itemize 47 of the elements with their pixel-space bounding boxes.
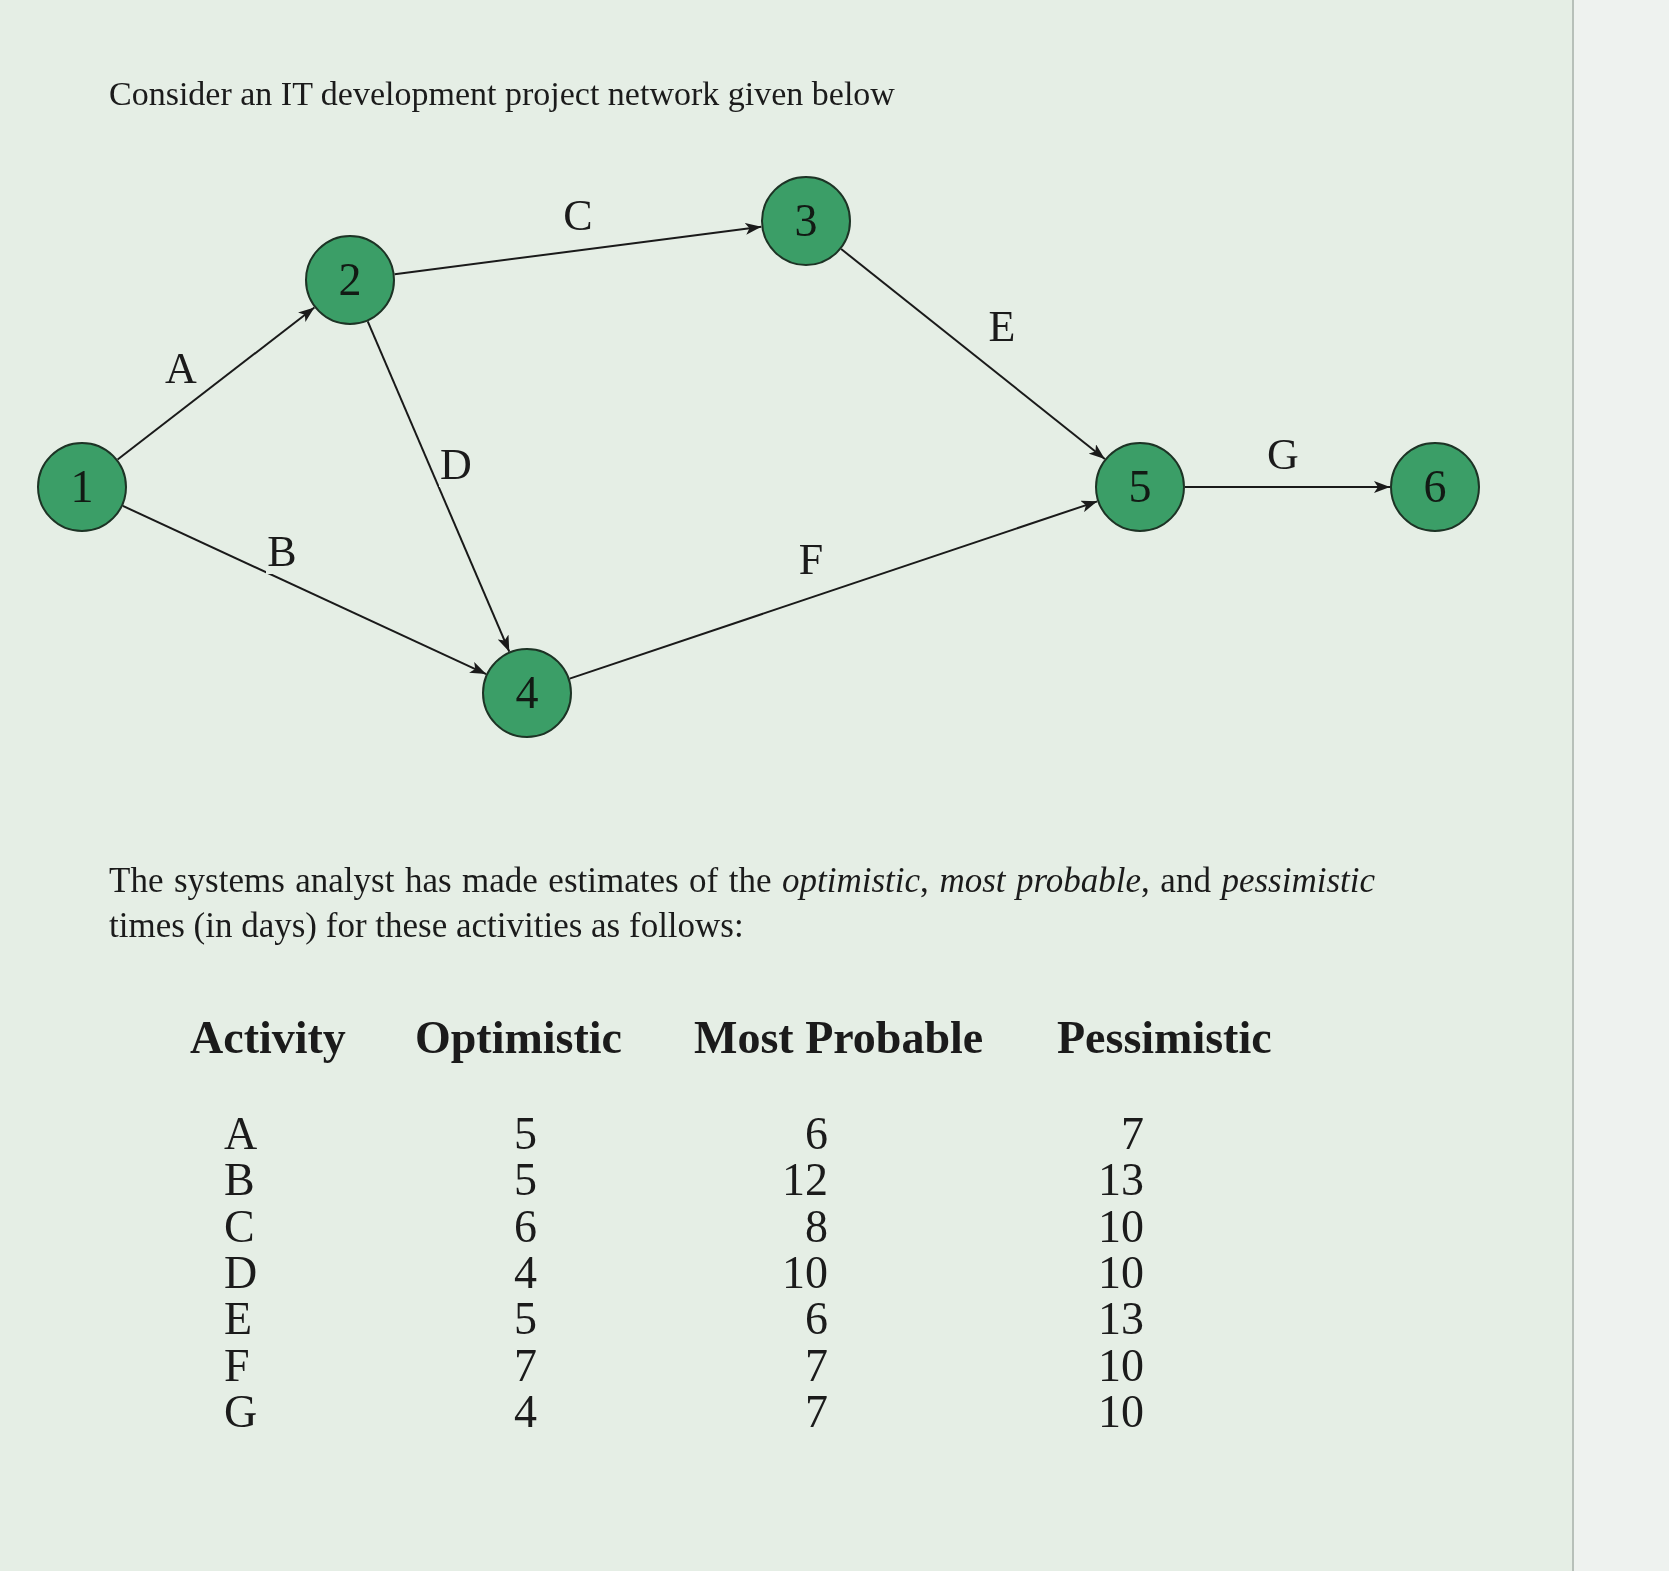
duration-value: 5 <box>514 1296 537 1343</box>
activity-arrow <box>1184 481 1391 493</box>
event-number: 4 <box>515 670 539 716</box>
duration-value: 4 <box>514 1388 537 1435</box>
column-header: Activity <box>190 1015 346 1061</box>
duration-value: 6 <box>805 1111 828 1157</box>
activity-letter: D <box>224 1249 258 1296</box>
duration-value: 8 <box>805 1203 828 1250</box>
activity-letter: F <box>224 1342 250 1389</box>
duration-value: 5 <box>514 1111 537 1157</box>
event-number: 1 <box>70 464 94 510</box>
duration-value: 13 <box>1098 1157 1144 1204</box>
duration-value: 5 <box>514 1157 537 1204</box>
duration-value: 6 <box>514 1203 537 1250</box>
activity-letter: B <box>224 1157 255 1204</box>
activity-arrow <box>366 320 511 653</box>
event-number: 2 <box>338 257 362 303</box>
duration-value: 10 <box>1098 1388 1144 1435</box>
activity-letter: C <box>224 1203 255 1250</box>
column-header: Optimistic <box>415 1015 622 1061</box>
duration-value: 10 <box>1098 1249 1144 1296</box>
duration-value: 7 <box>1121 1111 1144 1157</box>
duration-value: 7 <box>805 1388 828 1435</box>
activity-letter: G <box>224 1388 258 1435</box>
paragraph: The systems analyst has made estimates of the optimistic, most probable, and pessimistic times (in days) for these activities as follows: <box>109 860 1375 947</box>
column-header: Most Probable <box>694 1015 984 1061</box>
event-number: 6 <box>1423 464 1447 510</box>
activity-arrow <box>568 500 1099 680</box>
event-number: 5 <box>1128 464 1152 510</box>
duration-value: 6 <box>805 1296 828 1343</box>
duration-value: 7 <box>805 1342 828 1389</box>
duration-value: 10 <box>782 1249 828 1296</box>
duration-value: 13 <box>1098 1296 1144 1343</box>
activity-arrow <box>121 504 488 676</box>
activity-arrow <box>840 248 1106 460</box>
duration-value: 10 <box>1098 1203 1144 1250</box>
activity-arrow <box>116 306 316 461</box>
duration-value: 10 <box>1098 1342 1144 1389</box>
duration-value: 4 <box>514 1249 537 1296</box>
activity-arrow <box>393 222 763 276</box>
duration-value: 12 <box>782 1157 828 1204</box>
activity-letter: E <box>224 1296 253 1343</box>
event-number: 3 <box>794 198 818 244</box>
activity-letter: A <box>224 1111 258 1157</box>
column-header: Pessimistic <box>1057 1015 1272 1061</box>
duration-value: 7 <box>514 1342 537 1389</box>
title: Consider an IT development project network given below <box>109 74 895 114</box>
